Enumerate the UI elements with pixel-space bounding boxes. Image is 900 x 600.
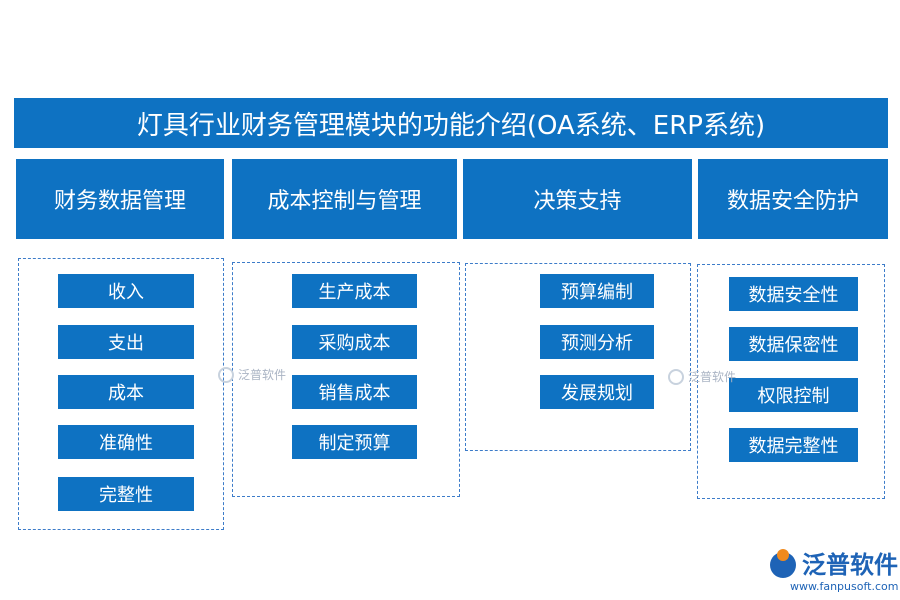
column-header-data-security: 数据安全防护 [698, 159, 888, 239]
logo-icon [770, 549, 796, 578]
item-data-security: 数据安全性 [729, 277, 858, 311]
item-forecast-analysis: 预测分析 [540, 325, 654, 359]
item-completeness: 完整性 [58, 477, 194, 511]
item-data-confidentiality: 数据保密性 [729, 327, 858, 361]
brand-logo: 泛普软件 [770, 549, 898, 579]
column-header-cost-control: 成本控制与管理 [232, 159, 457, 239]
group-box-financial-data [18, 258, 224, 530]
item-sales-cost: 销售成本 [292, 375, 417, 409]
watermark: 泛普软件 [668, 368, 736, 385]
watermark-icon [218, 366, 234, 383]
item-data-integrity: 数据完整性 [729, 428, 858, 462]
item-cost: 成本 [58, 375, 194, 409]
group-box-decision-support [465, 263, 691, 451]
item-budget-setting: 制定预算 [292, 425, 417, 459]
column-header-decision-support: 决策支持 [463, 159, 692, 239]
watermark-text: 泛普软件 [238, 368, 287, 382]
item-budget-preparation: 预算编制 [540, 274, 654, 308]
group-box-data-security [697, 264, 885, 499]
logo-url: www.fanpusoft.com [790, 580, 899, 593]
item-development-planning: 发展规划 [540, 375, 654, 409]
column-header-financial-data: 财务数据管理 [16, 159, 224, 239]
watermark: 泛普软件 [218, 366, 286, 383]
watermark-text: 泛普软件 [688, 370, 737, 384]
item-permission-control: 权限控制 [729, 378, 858, 412]
item-expenditure: 支出 [58, 325, 194, 359]
watermark-icon [668, 368, 684, 385]
item-income: 收入 [58, 274, 194, 308]
logo-name: 泛普软件 [802, 551, 898, 579]
item-accuracy: 准确性 [58, 425, 194, 459]
item-production-cost: 生产成本 [292, 274, 417, 308]
diagram-title: 灯具行业财务管理模块的功能介绍(OA系统、ERP系统) [14, 98, 888, 148]
item-procurement-cost: 采购成本 [292, 325, 417, 359]
